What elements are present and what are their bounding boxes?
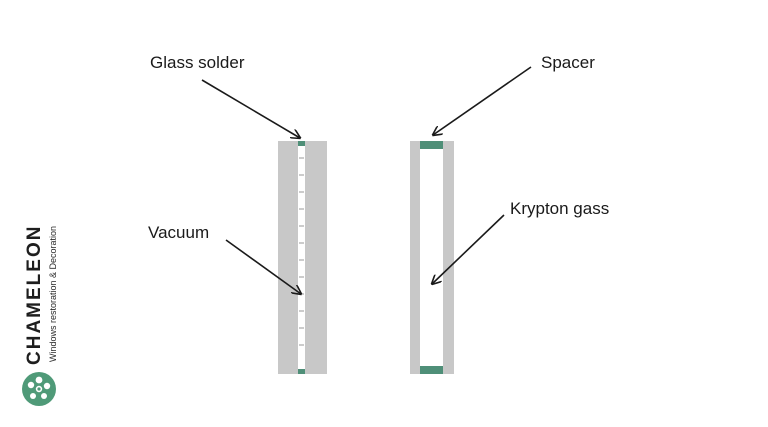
brand-tagline: Windows restoration & Decoration xyxy=(48,226,58,362)
spacer-bottom xyxy=(420,366,443,374)
vacuum-label: Vacuum xyxy=(148,223,209,242)
vacuum-arrow xyxy=(225,239,301,294)
vacuum-inner-pane xyxy=(305,141,327,374)
krypton-inner-pane xyxy=(443,141,454,374)
krypton-label: Krypton gass xyxy=(510,199,609,218)
krypton-gas-cavity xyxy=(420,149,443,367)
vacuum-gap xyxy=(298,141,305,374)
flower-logo-icon xyxy=(22,372,56,406)
glass-solder-seal-top xyxy=(298,141,305,146)
brand-block: CHAMELEON Windows restoration & Decorati… xyxy=(22,225,58,406)
krypton-outer-pane xyxy=(410,141,420,374)
spacer-arrow xyxy=(433,66,532,135)
glass-solder-label: Glass solder xyxy=(150,53,245,72)
krypton-arrow xyxy=(432,214,505,284)
glass-solder-seal-bottom xyxy=(298,369,305,374)
vacuum-glazing-unit xyxy=(278,141,327,374)
krypton-glazing-unit xyxy=(410,141,454,374)
spacer-top xyxy=(420,141,443,149)
brand-name: CHAMELEON xyxy=(24,225,45,365)
vacuum-outer-pane xyxy=(278,141,298,374)
glass-solder-arrow xyxy=(201,79,300,138)
spacer-label: Spacer xyxy=(541,53,595,72)
